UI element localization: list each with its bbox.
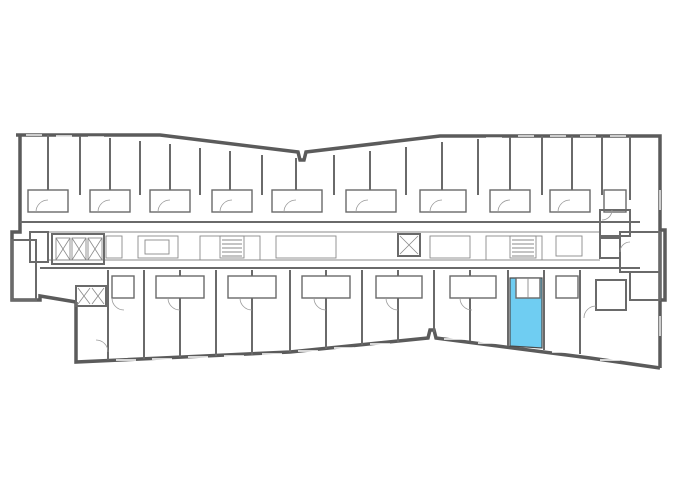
stair-2 <box>509 235 537 259</box>
west-stair <box>137 235 337 261</box>
stair-1 <box>219 235 245 259</box>
elevator-3 <box>87 237 103 261</box>
corridor <box>11 221 640 301</box>
windows <box>26 134 661 361</box>
east-end-rooms <box>595 209 661 311</box>
north-units <box>47 135 631 200</box>
selected-apartment[interactable] <box>509 277 543 349</box>
elevator-2 <box>71 237 87 261</box>
west-core <box>51 233 123 307</box>
central-shaft <box>397 233 471 259</box>
elevator-1 <box>55 237 71 261</box>
east-stair <box>485 235 583 261</box>
north-bath-pods <box>27 189 627 213</box>
south-bath-pods <box>95 275 597 353</box>
